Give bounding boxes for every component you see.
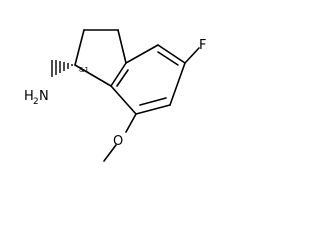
bond-c7-o <box>125 113 137 133</box>
bond-c5-f <box>184 47 200 64</box>
bond-c3a-c7a <box>110 62 127 87</box>
bond-c7a-c1 <box>74 64 112 87</box>
hashed-wedge-bond-c1-n <box>51 60 73 77</box>
stereo-annotation: &1 <box>79 66 89 74</box>
bond-c3-c3a <box>117 29 127 64</box>
amine-h-label: H <box>24 89 34 104</box>
amine-nitrogen-label: N <box>39 89 49 104</box>
aromatic-inner-bond-c7a-c3a <box>116 69 129 87</box>
fluorine-atom-label: F <box>199 38 206 53</box>
molecule-diagram: F H 2 N &1 O <box>24 29 206 162</box>
amine-h-count-label: 2 <box>33 97 39 107</box>
bond-o-ch3 <box>103 144 117 162</box>
bond-c6-c7 <box>135 104 171 115</box>
bond-c7-c7a <box>110 85 137 115</box>
aromatic-inner-bond-c4-c5 <box>157 51 179 66</box>
oxygen-atom-label: O <box>113 134 123 149</box>
bond-c1-c2 <box>74 29 85 66</box>
bond-c5-c6 <box>169 62 186 106</box>
bond-c3a-c4 <box>125 44 159 64</box>
bond-c4-c5 <box>157 44 186 64</box>
aromatic-inner-bond-c6-c7 <box>139 97 167 106</box>
